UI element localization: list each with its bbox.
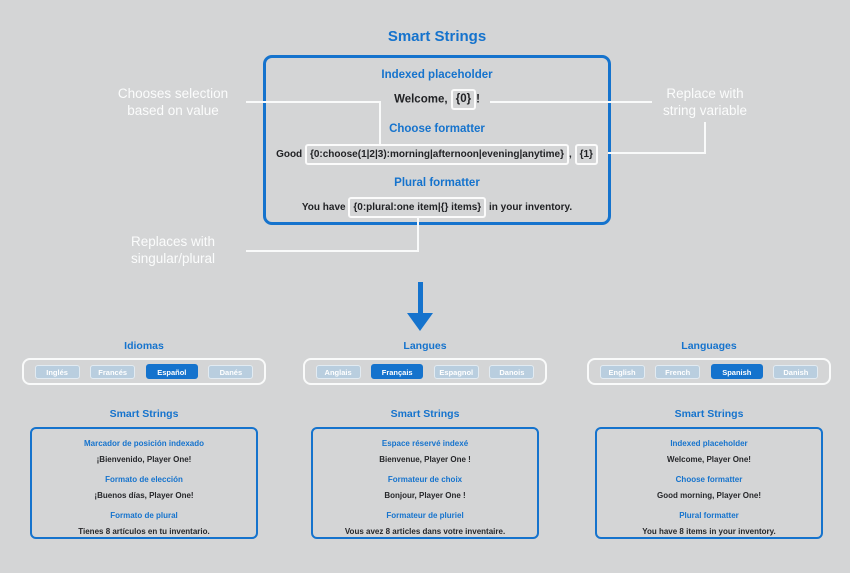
- entry-value: Bonjour, Player One !: [384, 491, 466, 500]
- page-title: Smart Strings: [387, 28, 487, 45]
- language-button-francais[interactable]: Français: [371, 364, 424, 379]
- result-entry: Indexed placeholder Welcome, Player One!: [599, 439, 819, 464]
- result-entry: Choose formatter Good morning, Player On…: [599, 475, 819, 500]
- result-box-english: Indexed placeholder Welcome, Player One!…: [595, 427, 823, 539]
- language-button-danes[interactable]: Danés: [208, 364, 254, 379]
- result-entry: Plural formatter You have 8 items in you…: [599, 511, 819, 536]
- language-button-english[interactable]: English: [599, 364, 645, 379]
- language-button-espanol[interactable]: Español: [145, 364, 198, 379]
- entry-value: Bienvenue, Player One !: [379, 455, 471, 464]
- result-entry: Formato de plural Tienes 8 artículos en …: [34, 511, 254, 536]
- result-box-spanish: Marcador de posición indexado ¡Bienvenid…: [30, 427, 258, 539]
- result-entry: Formateur de choix Bonjour, Player One !: [315, 475, 535, 500]
- entry-value: Vous avez 8 articles dans votre inventai…: [344, 527, 506, 536]
- annotation-line: Chooses selection: [117, 86, 229, 101]
- smart-strings-subtitle: Smart Strings: [390, 408, 460, 420]
- plural-token: {0:plural:one item|{} items}: [348, 197, 487, 218]
- language-title: Langues: [403, 340, 447, 352]
- example-text: in your inventory.: [486, 202, 573, 214]
- plural-formatter-example: You have {0:plural:one item|{} items} in…: [232, 197, 642, 218]
- down-arrow-shaft: [418, 282, 423, 315]
- annotation-line: Replace with: [666, 86, 744, 101]
- annotation-replace-with: Replace with string variable: [615, 85, 795, 119]
- string-variable-token: {1}: [574, 144, 598, 165]
- choose-token: {0:choose(1|2|3):morning|afternoon|eveni…: [304, 144, 569, 165]
- entry-value: ¡Bienvenido, Player One!: [96, 455, 192, 464]
- entry-heading: Marcador de posición indexado: [83, 439, 205, 448]
- result-entry: Formateur de pluriel Vous avez 8 article…: [315, 511, 535, 536]
- example-text: Welcome,: [394, 93, 451, 106]
- language-button-danish[interactable]: Danish: [773, 364, 819, 379]
- example-text: !: [476, 93, 480, 106]
- annotation-replaces-plural: Replaces with singular/plural: [83, 233, 263, 267]
- example-text: You have: [301, 202, 349, 214]
- example-text: Good: [276, 149, 305, 161]
- annotation-chooses-selection: Chooses selection based on value: [83, 85, 263, 119]
- entry-heading: Indexed placeholder: [670, 439, 748, 448]
- smart-strings-example-box: Indexed placeholder Welcome, {0}! Choose…: [263, 55, 611, 225]
- entry-heading: Formateur de pluriel: [386, 511, 464, 520]
- result-entry: Espace réservé indexé Bienvenue, Player …: [315, 439, 535, 464]
- language-button-group: Inglés Francés Español Danés: [22, 358, 266, 385]
- plural-formatter-heading: Plural formatter: [394, 177, 480, 189]
- connector-plural-vertical: [417, 216, 419, 252]
- entry-value: Welcome, Player One!: [667, 455, 751, 464]
- connector-chooses-vertical: [379, 101, 381, 144]
- connector-replace-horizontal: [490, 101, 652, 103]
- language-button-danois[interactable]: Danois: [489, 364, 535, 379]
- entry-value: ¡Buenos días, Player One!: [94, 491, 194, 500]
- entry-heading: Formato de elección: [105, 475, 183, 484]
- language-title: Idiomas: [124, 340, 164, 352]
- panel-french: Langues Anglais Français Espagnol Danois…: [303, 340, 547, 539]
- language-button-group: Anglais Français Espagnol Danois: [303, 358, 547, 385]
- language-button-espagnol[interactable]: Espagnol: [433, 364, 479, 379]
- language-title: Languages: [681, 340, 737, 352]
- result-entry: Formato de elección ¡Buenos días, Player…: [34, 475, 254, 500]
- smart-strings-subtitle: Smart Strings: [674, 408, 744, 420]
- entry-value: Tienes 8 artículos en tu inventario.: [78, 527, 210, 536]
- language-button-spanish[interactable]: Spanish: [710, 364, 763, 379]
- entry-value: Good morning, Player One!: [656, 491, 761, 500]
- annotation-line: Replaces with: [130, 234, 216, 249]
- entry-heading: Choose formatter: [675, 475, 743, 484]
- language-button-frances[interactable]: Francés: [90, 364, 136, 379]
- connector-chooses-horizontal: [246, 101, 381, 103]
- example-text: ,: [569, 149, 575, 161]
- connector-string-variable-vertical: [704, 122, 706, 154]
- language-button-group: English French Spanish Danish: [587, 358, 831, 385]
- indexed-placeholder-heading: Indexed placeholder: [381, 69, 493, 81]
- choose-formatter-example: Good {0:choose(1|2|3):morning|afternoon|…: [232, 144, 642, 165]
- result-entry: Marcador de posición indexado ¡Bienvenid…: [34, 439, 254, 464]
- panel-spanish: Idiomas Inglés Francés Español Danés Sma…: [22, 340, 266, 539]
- entry-value: You have 8 items in your inventory.: [642, 527, 776, 536]
- entry-heading: Plural formatter: [679, 511, 739, 520]
- connector-plural-horizontal: [246, 250, 419, 252]
- indexed-placeholder-example: Welcome, {0}!: [232, 89, 642, 110]
- entry-heading: Espace réservé indexé: [381, 439, 469, 448]
- panel-english: Languages English French Spanish Danish …: [587, 340, 831, 539]
- result-box-french: Espace réservé indexé Bienvenue, Player …: [311, 427, 539, 539]
- down-arrow-head: [407, 313, 433, 331]
- entry-heading: Formato de plural: [110, 511, 178, 520]
- connector-string-variable-horizontal: [608, 152, 706, 154]
- annotation-line: singular/plural: [130, 251, 216, 266]
- language-button-anglais[interactable]: Anglais: [315, 364, 361, 379]
- language-button-french[interactable]: French: [655, 364, 701, 379]
- annotation-line: based on value: [127, 103, 219, 118]
- choose-formatter-heading: Choose formatter: [389, 123, 485, 135]
- placeholder-0-token: {0}: [450, 89, 477, 110]
- annotation-line: string variable: [662, 103, 748, 118]
- smart-strings-subtitle: Smart Strings: [109, 408, 179, 420]
- language-button-ingles[interactable]: Inglés: [34, 364, 80, 379]
- entry-heading: Formateur de choix: [387, 475, 463, 484]
